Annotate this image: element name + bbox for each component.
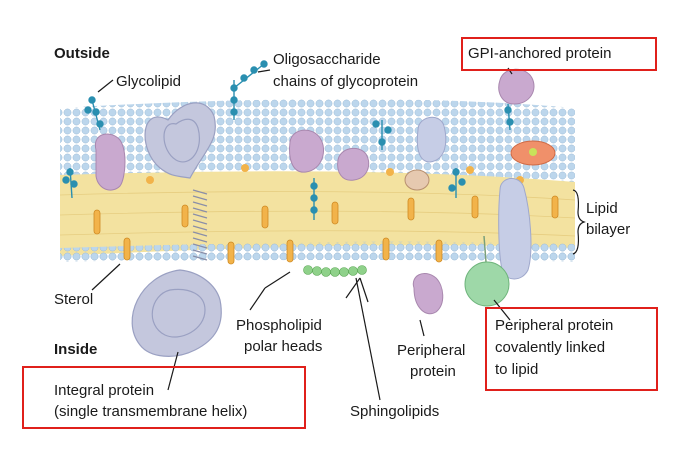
- pointer-lines: [91, 67, 586, 401]
- sterol-label: Sterol: [54, 291, 94, 308]
- sterol-heads: [146, 164, 524, 184]
- covalent-highlight-box: [485, 307, 658, 391]
- peripheral-covalent-protein: [464, 261, 510, 307]
- covalent-label-line3: to lipid: [495, 361, 539, 378]
- glycolipid-label: Glycolipid: [116, 73, 182, 90]
- peripheral-label-line1: Peripheral: [397, 342, 466, 359]
- small-protein: [404, 169, 430, 191]
- channel-protein: [416, 116, 447, 163]
- lipid-bilayer: [60, 99, 575, 262]
- peripheral-label-line2: protein: [410, 363, 456, 380]
- outside-label: Outside: [54, 45, 110, 62]
- transmembrane-protein: [498, 178, 532, 280]
- phospholipid-label-line2: polar heads: [244, 338, 323, 355]
- integral-highlight-box: [22, 366, 306, 429]
- inside-label: Inside: [54, 341, 98, 358]
- integral-label-line2: (single transmembrane helix): [54, 403, 248, 420]
- oligosaccharide-label-line1: Oligosaccharide: [273, 51, 381, 68]
- covalent-label-line1: Peripheral protein: [495, 317, 614, 334]
- enzyme-core: [529, 148, 537, 156]
- sphingolipid-heads: [303, 265, 367, 277]
- lipid-anchor: [483, 235, 487, 263]
- integral-label-line1: Integral protein: [54, 382, 155, 399]
- sterols: [93, 195, 559, 265]
- oligosaccharide-chains: [62, 60, 514, 220]
- lipid-label-line1: Lipid: [586, 200, 618, 217]
- covalent-label-line2: covalently linked: [495, 339, 606, 356]
- phospholipid-label-line1: Phospholipid: [236, 317, 322, 334]
- gpi-highlight-box: [461, 37, 657, 71]
- gpi-anchored-label: GPI-anchored protein: [468, 45, 612, 62]
- oligosaccharide-label-line2: chains of glycoprotein: [273, 73, 419, 90]
- membrane-proteins: [94, 68, 535, 315]
- integral-protein: [131, 102, 222, 357]
- lipid-label-line2: bilayer: [586, 221, 631, 238]
- sphingolipids-label: Sphingolipids: [350, 403, 440, 420]
